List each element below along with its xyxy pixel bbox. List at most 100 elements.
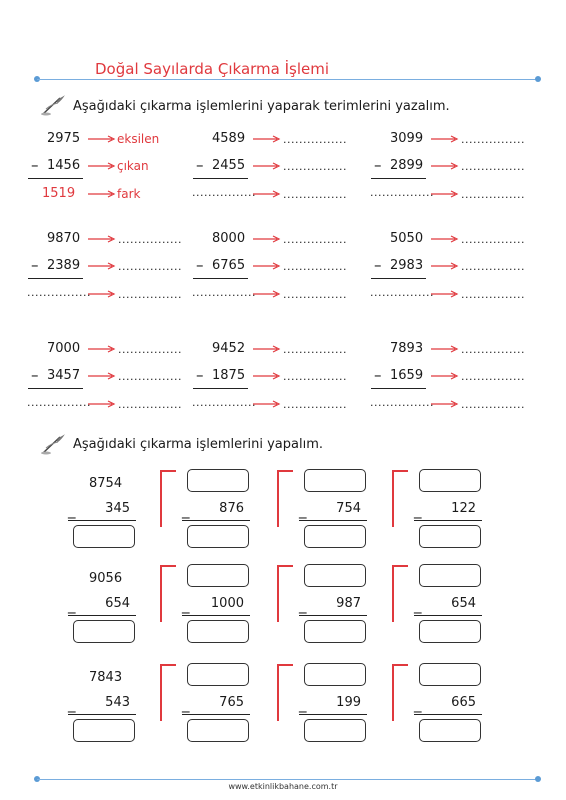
- answer-blank[interactable]: ................: [283, 133, 347, 146]
- rule-dot-right: [535, 76, 541, 82]
- answer-blank[interactable]: ................: [192, 396, 256, 409]
- answer-blank[interactable]: ................: [118, 398, 182, 411]
- subtrahend: 345: [105, 501, 130, 516]
- minus-sign: _: [68, 695, 76, 713]
- carry-bracket: [277, 664, 293, 721]
- answer-blank[interactable]: ................: [118, 233, 182, 246]
- minuend: 9870: [47, 231, 81, 246]
- minus-sign: _: [414, 596, 422, 614]
- subtrahend: 765: [219, 695, 244, 710]
- minus-sign: –: [31, 366, 39, 384]
- minus-sign: _: [68, 596, 76, 614]
- answer-blank[interactable]: ................: [461, 260, 525, 273]
- answer-blank[interactable]: ................: [461, 343, 525, 356]
- arrow-icon: [253, 235, 281, 243]
- arrow-icon: [253, 262, 281, 270]
- arrow-icon: [253, 190, 281, 198]
- minus-sign: –: [196, 366, 204, 384]
- result-box[interactable]: [187, 719, 249, 742]
- sum-line: [371, 278, 426, 279]
- result-box[interactable]: [419, 525, 481, 548]
- quill-pen-icon: [41, 95, 65, 116]
- answer-blank[interactable]: ................: [283, 288, 347, 301]
- minus-sign: –: [31, 156, 39, 174]
- arrow-icon: [431, 400, 459, 408]
- result-box[interactable]: [187, 525, 249, 548]
- answer-blank[interactable]: ................: [370, 286, 434, 299]
- carry-bracket: [392, 565, 408, 622]
- arrow-icon: [88, 400, 116, 408]
- sum-line: [68, 520, 136, 521]
- subtrahend: 122: [451, 501, 476, 516]
- answer-blank[interactable]: ................: [192, 286, 256, 299]
- answer-blank[interactable]: ................: [283, 398, 347, 411]
- answer-blank[interactable]: ................: [27, 286, 91, 299]
- carry-bracket: [277, 470, 293, 527]
- answer-blank[interactable]: ................: [118, 343, 182, 356]
- carry-box[interactable]: [419, 663, 481, 686]
- answer-blank[interactable]: ................: [27, 396, 91, 409]
- answer-blank[interactable]: ................: [461, 288, 525, 301]
- minus-sign: –: [196, 256, 204, 274]
- subtrahend: 1000: [210, 596, 244, 611]
- minuend: 7893: [390, 341, 424, 356]
- carry-box[interactable]: [304, 469, 366, 492]
- result-box[interactable]: [73, 620, 135, 643]
- subtrahend: 543: [105, 695, 130, 710]
- result-box[interactable]: [304, 620, 366, 643]
- start-number: 7843: [89, 670, 123, 685]
- answer-blank[interactable]: ................: [461, 133, 525, 146]
- answer-blank[interactable]: ................: [118, 288, 182, 301]
- answer-blank[interactable]: ................: [370, 186, 434, 199]
- sum-line: [193, 388, 248, 389]
- result-box[interactable]: [73, 525, 135, 548]
- result-box[interactable]: [304, 719, 366, 742]
- minuend: 8000: [212, 231, 246, 246]
- result-box[interactable]: [187, 620, 249, 643]
- subtrahend: 2983: [390, 258, 424, 273]
- answer-blank[interactable]: ................: [283, 188, 347, 201]
- answer-blank[interactable]: ................: [283, 233, 347, 246]
- answer-blank[interactable]: ................: [283, 160, 347, 173]
- carry-box[interactable]: [187, 663, 249, 686]
- carry-bracket: [392, 470, 408, 527]
- rule-dot-right: [535, 776, 541, 782]
- answer-blank[interactable]: ................: [118, 370, 182, 383]
- answer-blank[interactable]: ................: [461, 188, 525, 201]
- answer-blank[interactable]: ................: [118, 260, 182, 273]
- result-box[interactable]: [419, 620, 481, 643]
- minuend: 4589: [212, 131, 246, 146]
- answer-blank[interactable]: ................: [192, 186, 256, 199]
- answer-blank[interactable]: ................: [461, 233, 525, 246]
- arrow-icon: [253, 372, 281, 380]
- sum-line: [371, 388, 426, 389]
- answer-blank[interactable]: ................: [461, 370, 525, 383]
- carry-box[interactable]: [187, 469, 249, 492]
- arrow-icon: [431, 345, 459, 353]
- subtrahend: 654: [105, 596, 130, 611]
- answer-blank[interactable]: ................: [461, 160, 525, 173]
- result-box[interactable]: [73, 719, 135, 742]
- carry-bracket: [160, 470, 176, 527]
- arrow-icon: [431, 290, 459, 298]
- result-box[interactable]: [304, 525, 366, 548]
- answer-blank[interactable]: ................: [461, 398, 525, 411]
- answer-blank[interactable]: ................: [283, 370, 347, 383]
- answer-blank[interactable]: ................: [283, 343, 347, 356]
- answer-blank[interactable]: ................: [370, 396, 434, 409]
- sum-line: [28, 388, 83, 389]
- minus-sign: –: [196, 156, 204, 174]
- carry-box[interactable]: [187, 564, 249, 587]
- subtrahend: 665: [451, 695, 476, 710]
- result-box[interactable]: [419, 719, 481, 742]
- example-subtrahend: 1456: [47, 158, 81, 173]
- answer-blank[interactable]: ................: [283, 260, 347, 273]
- label-fark: fark: [117, 187, 141, 201]
- arrow-icon: [431, 190, 459, 198]
- carry-box[interactable]: [419, 564, 481, 587]
- minus-sign: –: [31, 256, 39, 274]
- start-number: 9056: [89, 571, 123, 586]
- carry-box[interactable]: [304, 663, 366, 686]
- carry-box[interactable]: [419, 469, 481, 492]
- carry-box[interactable]: [304, 564, 366, 587]
